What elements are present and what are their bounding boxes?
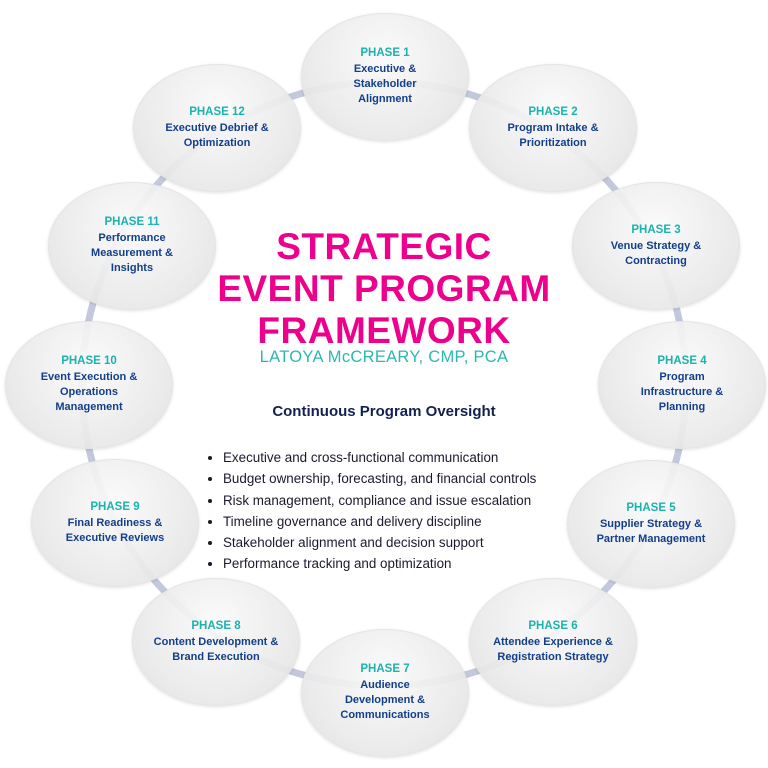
phase-name: Audience Development & Communications xyxy=(340,679,430,721)
phase-name: Final Readiness & Executive Reviews xyxy=(65,516,165,544)
oversight-heading: Continuous Program Oversight xyxy=(272,403,496,420)
oversight-item: Timeline governance and delivery discipl… xyxy=(223,511,536,532)
phase-name: Supplier Strategy & Partner Management xyxy=(596,517,706,545)
phase-name: Executive & Stakeholder Alignment xyxy=(353,63,417,105)
phase-1-node: PHASE 1 Executive & Stakeholder Alignment xyxy=(301,13,469,141)
oversight-item: Risk management, compliance and issue es… xyxy=(223,490,536,511)
phase-name: Venue Strategy & Contracting xyxy=(610,239,702,267)
phase-name: Content Development & Brand Execution xyxy=(153,635,279,663)
phase-name: Event Execution & Operations Management xyxy=(40,371,138,413)
oversight-item: Executive and cross-functional communica… xyxy=(223,447,536,468)
title-line: FRAMEWORK xyxy=(257,310,511,351)
title-line: STRATEGIC xyxy=(276,226,492,267)
author-credit: LATOYA McCREARY, CMP, PCA xyxy=(259,348,509,366)
phase-8-node: PHASE 8 Content Development & Brand Execu… xyxy=(132,578,300,706)
phase-label: PHASE 12 xyxy=(189,105,245,118)
phase-name: Program Intake & Prioritization xyxy=(507,121,599,149)
phase-5-node: PHASE 5 Supplier Strategy & Partner Manag… xyxy=(567,460,735,588)
oversight-item: Performance tracking and optimization xyxy=(223,553,536,574)
phase-label: PHASE 1 xyxy=(360,47,410,59)
phase-name: Attendee Experience & Registration Strat… xyxy=(493,635,613,663)
phase-11-node: PHASE 11 Performance Measurement & Insigh… xyxy=(48,182,216,310)
phase-label: PHASE 9 xyxy=(90,500,140,513)
phase-name: Program Infrastructure & Planning xyxy=(640,371,724,413)
phase-label: PHASE 5 xyxy=(626,501,676,514)
phase-3-node: PHASE 3 Venue Strategy & Contracting xyxy=(572,182,740,310)
phase-2-node: PHASE 2 Program Intake & Prioritization xyxy=(469,64,637,192)
phase-label: PHASE 4 xyxy=(657,355,707,367)
phase-label: PHASE 10 xyxy=(61,355,117,367)
title-line: EVENT PROGRAM xyxy=(217,268,551,309)
oversight-list: Executive and cross-functional communica… xyxy=(205,447,536,575)
phase-label: PHASE 3 xyxy=(631,223,681,236)
phase-label: PHASE 8 xyxy=(191,619,241,632)
phase-4-node: PHASE 4 Program Infrastructure & Planning xyxy=(598,321,766,449)
phase-name: Performance Measurement & Insights xyxy=(91,232,173,274)
phase-7-node: PHASE 7 Audience Development & Communicat… xyxy=(301,629,469,757)
oversight-item: Stakeholder alignment and decision suppo… xyxy=(223,532,536,553)
diagram-title: STRATEGIC EVENT PROGRAM FRAMEWORK xyxy=(0,226,768,352)
phase-10-node: PHASE 10 Event Execution & Operations Man… xyxy=(5,321,173,449)
phase-12-node: PHASE 12 Executive Debrief & Optimization xyxy=(133,64,301,192)
phase-9-node: PHASE 9 Final Readiness & Executive Revie… xyxy=(31,459,199,587)
phase-label: PHASE 11 xyxy=(104,216,160,228)
phase-name: Executive Debrief & Optimization xyxy=(165,121,269,149)
oversight-item: Budget ownership, forecasting, and finan… xyxy=(223,468,536,489)
phase-6-node: PHASE 6 Attendee Experience & Registratio… xyxy=(469,578,637,706)
phase-label: PHASE 7 xyxy=(360,663,410,675)
phase-label: PHASE 6 xyxy=(528,619,578,632)
phase-label: PHASE 2 xyxy=(528,105,578,118)
